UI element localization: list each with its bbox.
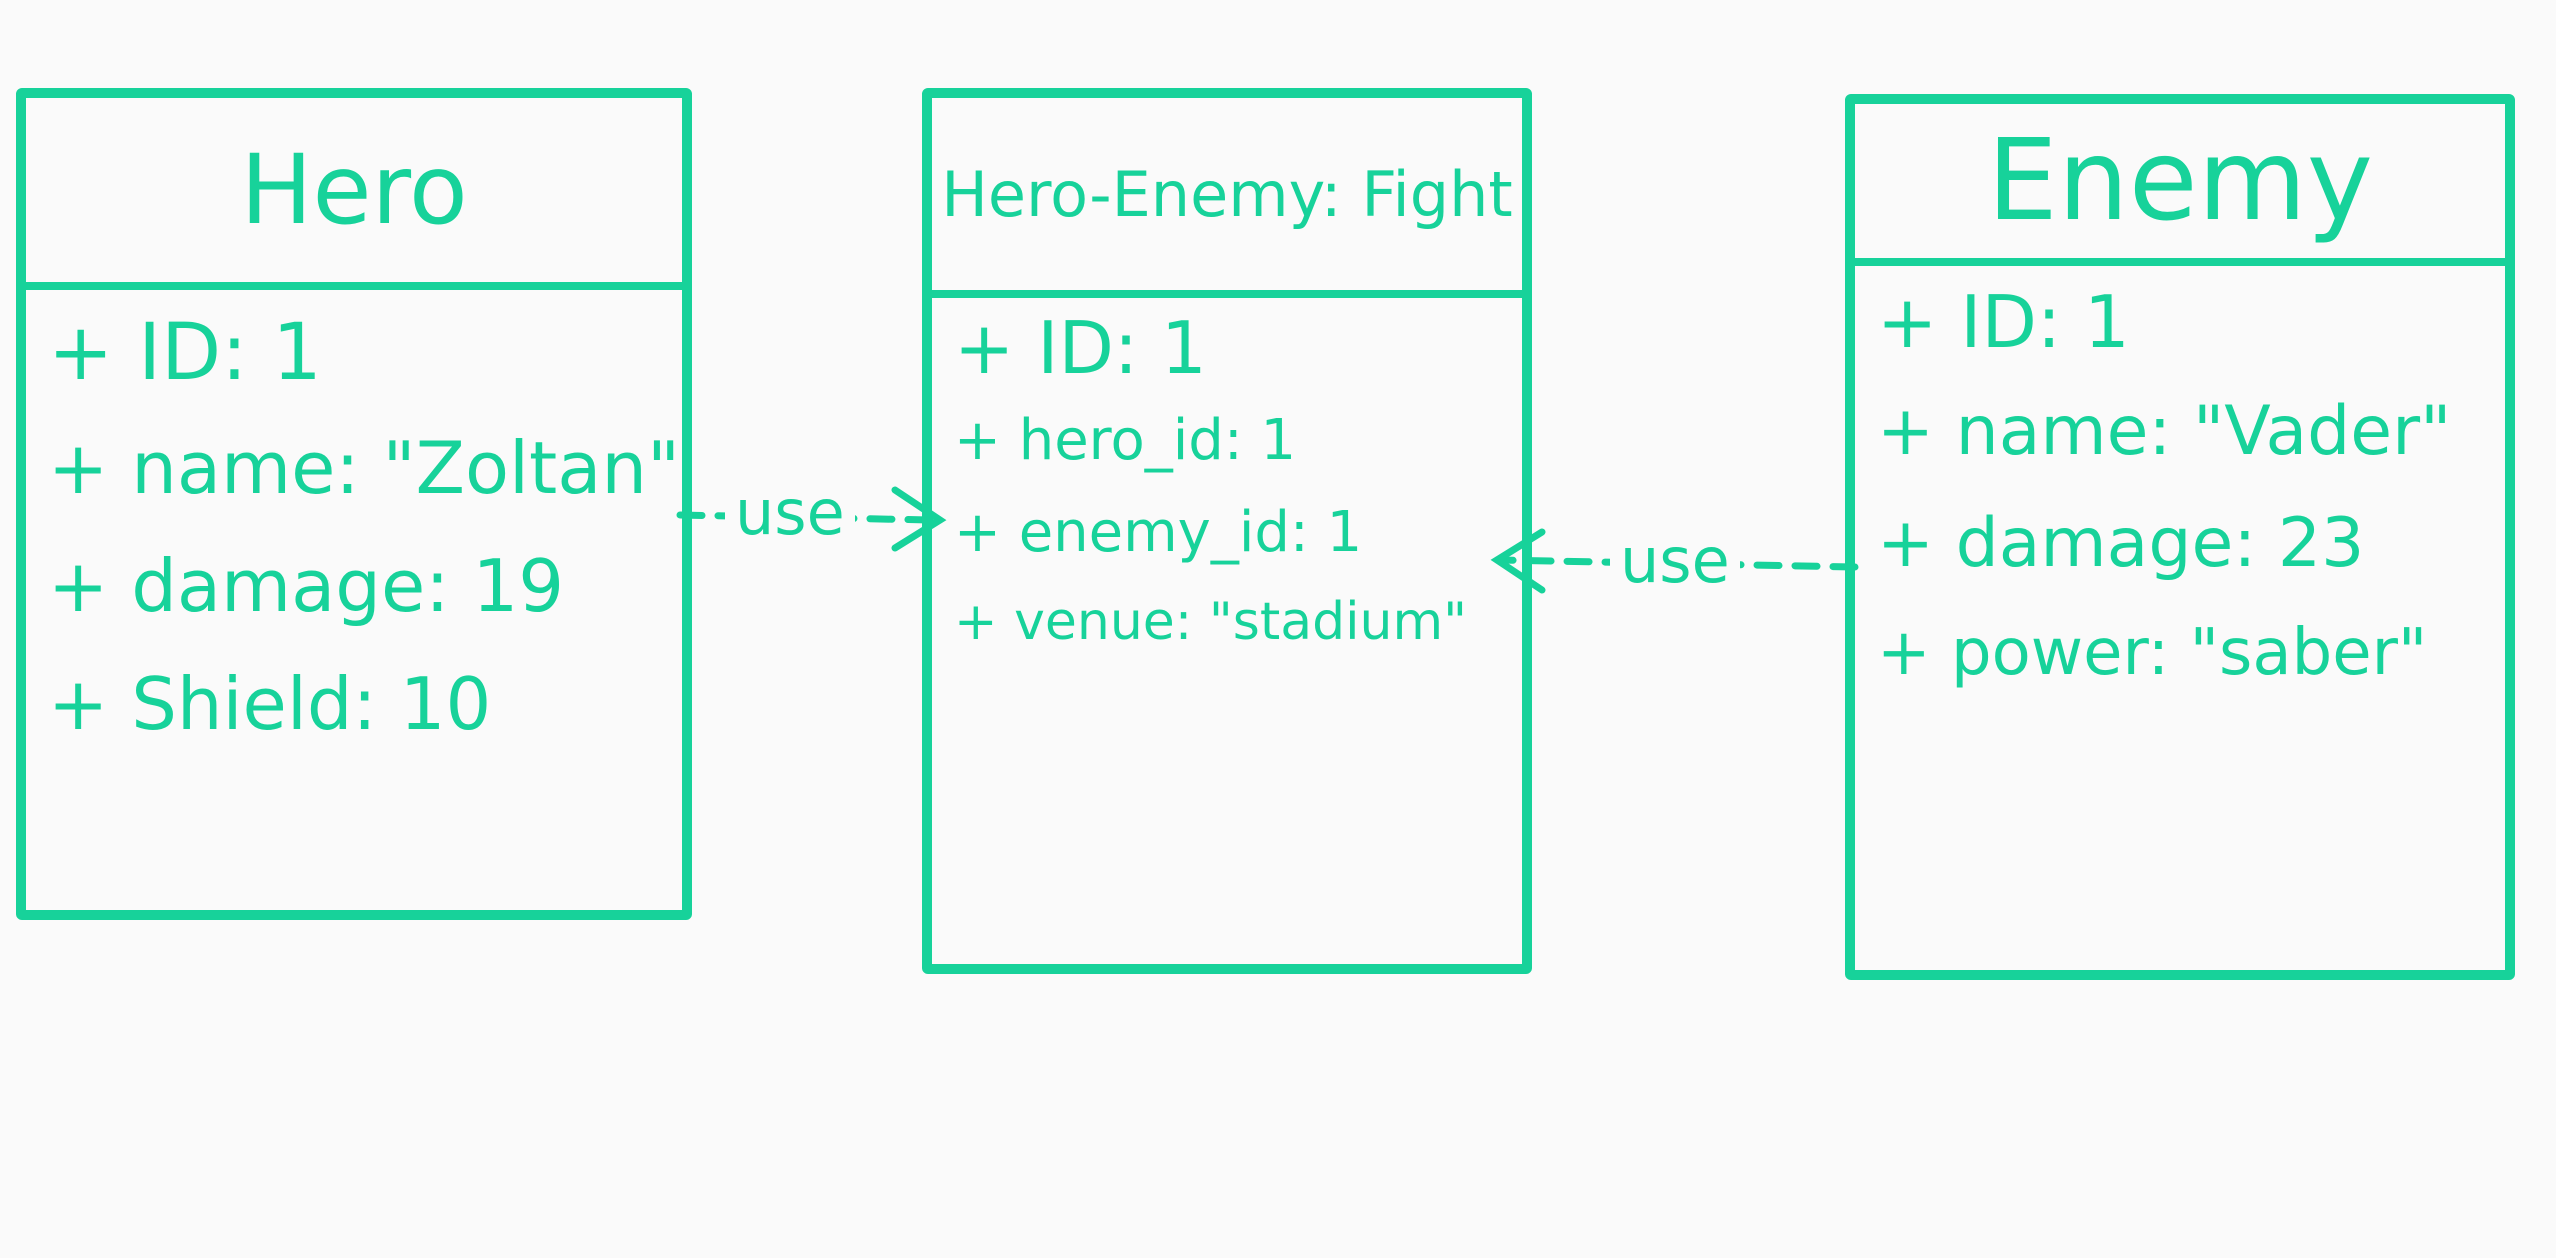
- class-box-enemy: Enemy + ID: 1 + name: "Vader" + damage: …: [1845, 94, 2515, 980]
- use-arrow-right-dash: [1496, 556, 1859, 571]
- attribute-item: + Shield: 10: [48, 662, 492, 746]
- attribute-list-hero: + ID: 1 + name: "Zoltan" + damage: 19 + …: [26, 290, 682, 780]
- class-box-hero: Hero + ID: 1 + name: "Zoltan" + damage: …: [16, 88, 692, 920]
- class-name-hero-enemy-fight: Hero-Enemy: Fight: [932, 98, 1522, 298]
- attribute-item: + power: "saber": [1877, 616, 2428, 690]
- attribute-list-fight: + ID: 1 + hero_id: 1 + enemy_id: 1 + ven…: [932, 298, 1522, 684]
- use-label-hero-fight: use: [725, 482, 855, 544]
- attribute-item: + name: "Vader": [1877, 392, 2452, 471]
- attribute-item: + ID: 1: [954, 306, 1207, 390]
- attribute-item: + ID: 1: [48, 308, 322, 398]
- attribute-item: + damage: 19: [48, 544, 565, 628]
- attribute-item: + enemy_id: 1: [954, 500, 1363, 565]
- attribute-item: + damage: 23: [1877, 504, 2365, 583]
- attribute-item: + venue: "stadium": [954, 592, 1468, 652]
- attribute-list-enemy: + ID: 1 + name: "Vader" + damage: 23 + p…: [1855, 266, 2505, 728]
- class-name-hero: Hero: [26, 98, 682, 290]
- use-arrow-left-head: [891, 486, 947, 552]
- class-box-hero-enemy-fight: Hero-Enemy: Fight + ID: 1 + hero_id: 1 +…: [922, 88, 1532, 974]
- class-name-enemy: Enemy: [1855, 104, 2505, 266]
- attribute-item: + hero_id: 1: [954, 408, 1297, 473]
- attribute-item: + name: "Zoltan": [48, 426, 681, 510]
- use-label-enemy-fight: use: [1610, 530, 1740, 592]
- attribute-item: + ID: 1: [1877, 280, 2130, 364]
